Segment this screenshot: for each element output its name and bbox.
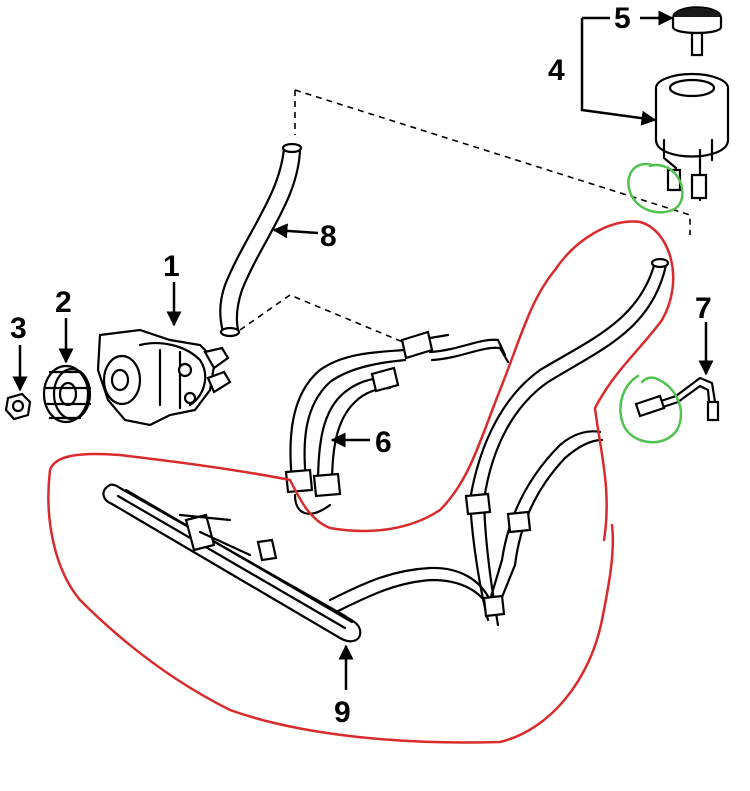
green-circle-reservoir-outlet (627, 162, 684, 214)
part-9-cooler-assembly (102, 257, 670, 643)
part-8-suction-hose (219, 142, 303, 338)
callout-leader-lines (12, 10, 714, 690)
callout-1: 1 (163, 250, 180, 283)
callout-4: 4 (548, 54, 565, 87)
callout-6: 6 (375, 426, 392, 459)
callout-7: 7 (695, 292, 712, 325)
part-7-pressure-line (634, 376, 720, 422)
callout-9: 9 (334, 696, 351, 729)
callout-3: 3 (10, 312, 27, 345)
callout-5: 5 (614, 2, 631, 35)
callout-8: 8 (320, 220, 337, 253)
dashed-guide-lines (239, 89, 691, 346)
callout-2: 2 (55, 286, 72, 319)
part-6-hose-assembly (284, 330, 510, 515)
green-circle-line-fitting (619, 374, 683, 444)
part-3-nut (4, 392, 32, 421)
part-1-steering-pump (96, 328, 232, 427)
part-4-reservoir (654, 72, 730, 202)
red-freehand-outline (47, 220, 675, 744)
part-5-reservoir-cap (671, 6, 723, 57)
part-2-pulley (42, 364, 92, 424)
